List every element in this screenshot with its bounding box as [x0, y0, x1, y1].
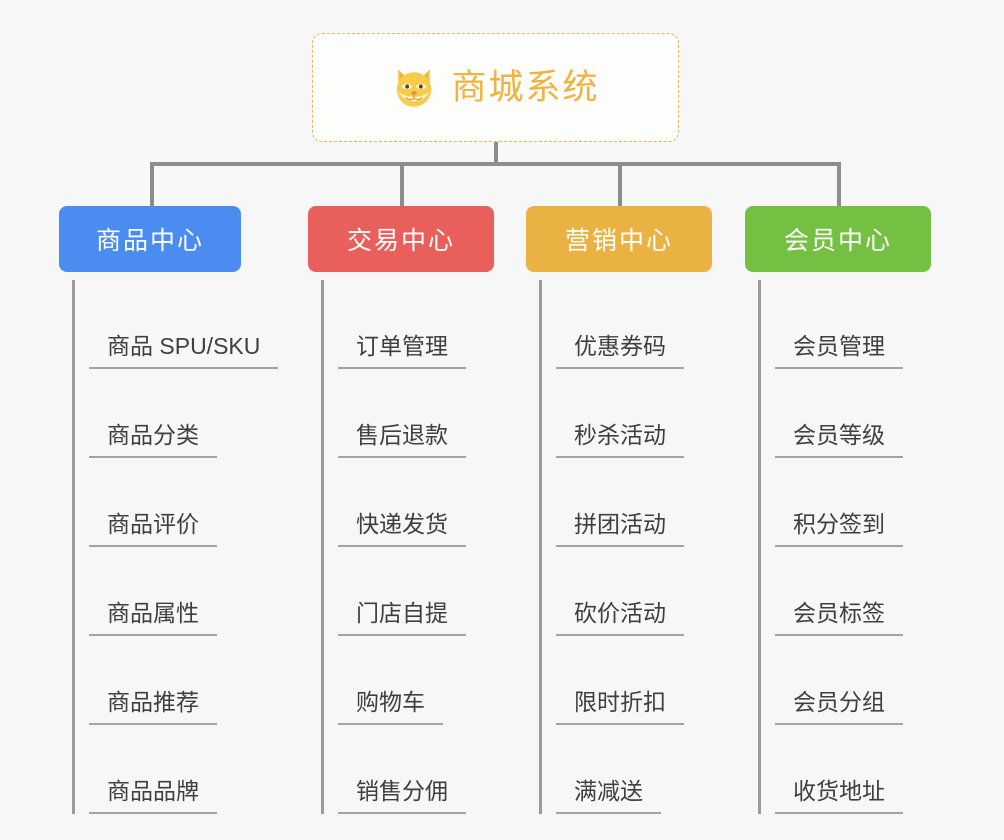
- leaf-item[interactable]: 商品 SPU/SKU: [89, 280, 279, 369]
- leaf-item-label: 积分签到: [775, 510, 903, 547]
- leaf-item[interactable]: 收货地址: [775, 725, 931, 814]
- leaf-item-label: 会员等级: [775, 421, 903, 458]
- leaf-item-label: 商品属性: [89, 599, 217, 636]
- leaf-item[interactable]: 购物车: [338, 636, 494, 725]
- branch-column-2: 交易中心订单管理售后退款快递发货门店自提购物车销售分佣: [308, 206, 494, 814]
- leaf-item[interactable]: 商品属性: [89, 547, 241, 636]
- leaf-item-label: 订单管理: [338, 332, 466, 369]
- connector-drop-3: [618, 162, 622, 206]
- branch-header-label: 会员中心: [783, 227, 892, 255]
- leaf-item[interactable]: 订单管理: [338, 280, 494, 369]
- leaf-item[interactable]: 优惠券码: [556, 280, 712, 369]
- branch-column-3: 营销中心优惠券码秒杀活动拼团活动砍价活动限时折扣满减送: [526, 206, 712, 814]
- connector-root-stem: [494, 142, 498, 166]
- branch-items-1: 商品 SPU/SKU 商品分类商品评价商品属性商品推荐商品品牌: [72, 280, 279, 814]
- leaf-item[interactable]: 拼团活动: [556, 458, 712, 547]
- leaf-item[interactable]: 会员标签: [775, 547, 931, 636]
- leaf-item-label: 商品推荐: [89, 688, 217, 725]
- leaf-item[interactable]: 门店自提: [338, 547, 494, 636]
- branch-header-2[interactable]: 交易中心: [308, 206, 494, 272]
- branch-header-label: 商品中心: [95, 227, 204, 255]
- root-node[interactable]: 商城系统: [312, 33, 679, 142]
- leaf-item-label: 购物车: [338, 688, 443, 725]
- leaf-item[interactable]: 商品分类: [89, 369, 241, 458]
- branch-header-4[interactable]: 会员中心: [745, 206, 931, 272]
- branch-header-label: 营销中心: [564, 227, 673, 255]
- leaf-item-label: 商品品牌: [89, 777, 217, 814]
- leaf-item[interactable]: 销售分佣: [338, 725, 494, 814]
- leaf-item[interactable]: 限时折扣: [556, 636, 712, 725]
- leaf-item-label: 会员管理: [775, 332, 903, 369]
- leaf-item-label: 收货地址: [775, 777, 903, 814]
- leaf-item[interactable]: 积分签到: [775, 458, 931, 547]
- connector-drop-1: [150, 162, 154, 206]
- leaf-item-label: 满减送: [556, 777, 661, 814]
- leaf-item[interactable]: 会员等级: [775, 369, 931, 458]
- branch-items-2: 订单管理售后退款快递发货门店自提购物车销售分佣: [321, 280, 494, 814]
- leaf-item-label: 砍价活动: [556, 599, 684, 636]
- branch-header-label: 交易中心: [346, 227, 455, 255]
- leaf-item-label: 会员标签: [775, 599, 903, 636]
- leaf-item[interactable]: 商品推荐: [89, 636, 241, 725]
- leaf-item-label: 商品 SPU/SKU: [89, 332, 279, 369]
- leaf-item-label: 会员分组: [775, 688, 903, 725]
- leaf-item[interactable]: 商品评价: [89, 458, 241, 547]
- branch-items-4: 会员管理会员等级积分签到会员标签会员分组收货地址: [758, 280, 931, 814]
- branch-column-1: 商品中心商品 SPU/SKU 商品分类商品评价商品属性商品推荐商品品牌: [59, 206, 279, 814]
- shiba-dog-icon: [397, 68, 432, 108]
- leaf-item-label: 秒杀活动: [556, 421, 684, 458]
- leaf-item-label: 限时折扣: [556, 688, 684, 725]
- connector-drop-2: [400, 162, 404, 206]
- branch-column-4: 会员中心会员管理会员等级积分签到会员标签会员分组收货地址: [745, 206, 931, 814]
- leaf-item[interactable]: 会员分组: [775, 636, 931, 725]
- leaf-item[interactable]: 砍价活动: [556, 547, 712, 636]
- connector-horizontal-bus: [150, 162, 838, 166]
- leaf-item-label: 商品分类: [89, 421, 217, 458]
- leaf-item-label: 销售分佣: [338, 777, 466, 814]
- leaf-item[interactable]: 满减送: [556, 725, 712, 814]
- connector-drop-4: [837, 162, 841, 206]
- leaf-item-label: 商品评价: [89, 510, 217, 547]
- leaf-item[interactable]: 会员管理: [775, 280, 931, 369]
- leaf-item[interactable]: 商品品牌: [89, 725, 241, 814]
- leaf-item-label: 拼团活动: [556, 510, 684, 547]
- leaf-item[interactable]: 快递发货: [338, 458, 494, 547]
- root-title: 商城系统: [451, 68, 600, 107]
- leaf-item-label: 快递发货: [338, 510, 466, 547]
- leaf-item-label: 优惠券码: [556, 332, 684, 369]
- leaf-item-label: 售后退款: [338, 421, 466, 458]
- leaf-item[interactable]: 售后退款: [338, 369, 494, 458]
- branch-items-3: 优惠券码秒杀活动拼团活动砍价活动限时折扣满减送: [539, 280, 712, 814]
- leaf-item-label: 门店自提: [338, 599, 466, 636]
- leaf-item[interactable]: 秒杀活动: [556, 369, 712, 458]
- branch-header-1[interactable]: 商品中心: [59, 206, 241, 272]
- branch-header-3[interactable]: 营销中心: [526, 206, 712, 272]
